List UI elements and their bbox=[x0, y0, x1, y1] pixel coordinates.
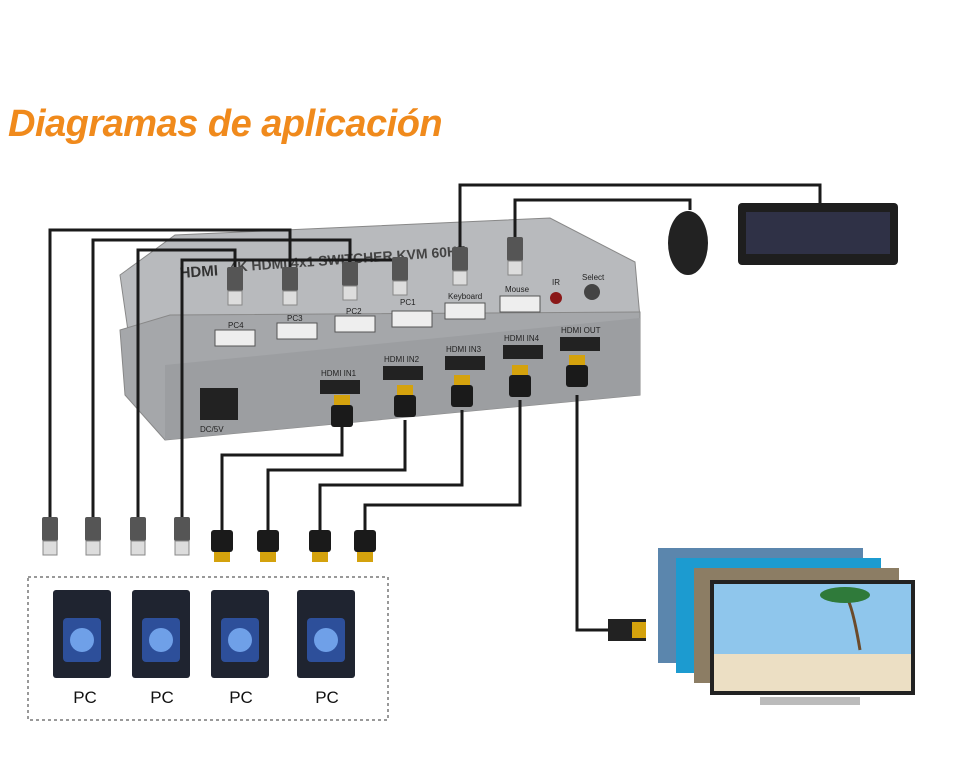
hdmi-port bbox=[383, 366, 423, 380]
usb-connector bbox=[227, 290, 243, 306]
pc-label-1: PC bbox=[73, 688, 97, 707]
pc-label-3: PC bbox=[229, 688, 253, 707]
hdmi-plug bbox=[257, 530, 279, 552]
pc-tower-icon bbox=[53, 590, 111, 678]
hdmi-port bbox=[320, 380, 360, 394]
mouse-icon bbox=[668, 211, 708, 275]
hdmi-plug bbox=[309, 530, 331, 552]
usb-plug bbox=[130, 517, 146, 541]
usb-plug bbox=[507, 237, 523, 261]
pc-label-4: PC bbox=[315, 688, 339, 707]
ir-label: IR bbox=[552, 278, 560, 287]
usb-plug bbox=[342, 262, 358, 286]
monitor-stack bbox=[658, 548, 915, 705]
hdmi-plug bbox=[331, 405, 353, 427]
page-title: Diagramas de aplicación bbox=[8, 103, 443, 145]
hdmi-plug bbox=[354, 530, 376, 552]
cables bbox=[48, 183, 822, 632]
hdmi-plug bbox=[394, 395, 416, 417]
pc-tower-icon bbox=[132, 590, 190, 678]
usb-connector bbox=[342, 285, 358, 301]
pc-tower-icon bbox=[211, 590, 269, 678]
hdmi-port bbox=[560, 337, 600, 351]
usb-port-label: PC1 bbox=[400, 298, 416, 307]
usb-port-label: PC3 bbox=[287, 314, 303, 323]
usb-port bbox=[391, 310, 433, 328]
power-label: DC/5V bbox=[200, 425, 224, 434]
pc-group-box bbox=[27, 576, 389, 721]
hdmi-plug bbox=[211, 530, 233, 552]
usb-port bbox=[499, 295, 541, 313]
usb-plug bbox=[174, 517, 190, 541]
dc-power-port bbox=[200, 388, 238, 420]
usb-connector bbox=[130, 540, 146, 556]
usb-port bbox=[276, 322, 318, 340]
usb-plug bbox=[282, 267, 298, 291]
usb-port bbox=[444, 302, 486, 320]
select-label: Select bbox=[582, 273, 605, 282]
usb-plug bbox=[392, 257, 408, 281]
usb-port-label: Mouse bbox=[505, 285, 530, 294]
hdmi-port-label: HDMI IN3 bbox=[446, 345, 482, 354]
usb-plug bbox=[227, 267, 243, 291]
usb-port-label: PC4 bbox=[228, 321, 244, 330]
hdmi-port-label: HDMI OUT bbox=[561, 326, 601, 335]
pc-label-2: PC bbox=[150, 688, 174, 707]
usb-port bbox=[334, 315, 376, 333]
usb-connector bbox=[174, 540, 190, 556]
hdmi-logo: HDMI bbox=[179, 262, 218, 282]
usb-port-label: PC2 bbox=[346, 307, 362, 316]
hdmi-port bbox=[503, 345, 543, 359]
hdmi-port-label: HDMI IN1 bbox=[321, 369, 357, 378]
hdmi-port bbox=[445, 356, 485, 370]
usb-connector bbox=[507, 260, 523, 276]
hdmi-port-label: HDMI IN2 bbox=[384, 355, 420, 364]
usb-connector bbox=[42, 540, 58, 556]
ir-sensor bbox=[550, 292, 562, 304]
usb-plug bbox=[85, 517, 101, 541]
pc-tower-icon bbox=[297, 590, 355, 678]
select-button[interactable] bbox=[584, 284, 600, 300]
hdmi-plug bbox=[451, 385, 473, 407]
usb-plug bbox=[42, 517, 58, 541]
usb-connector bbox=[452, 270, 468, 286]
usb-port bbox=[214, 329, 256, 347]
hdmi-plug bbox=[566, 365, 588, 387]
hdmi-plug bbox=[509, 375, 531, 397]
usb-connector bbox=[85, 540, 101, 556]
usb-plug bbox=[452, 247, 468, 271]
hdmi-port-label: HDMI IN4 bbox=[504, 334, 540, 343]
usb-connector bbox=[392, 280, 408, 296]
usb-port-label: Keyboard bbox=[448, 292, 482, 301]
usb-connector bbox=[282, 290, 298, 306]
